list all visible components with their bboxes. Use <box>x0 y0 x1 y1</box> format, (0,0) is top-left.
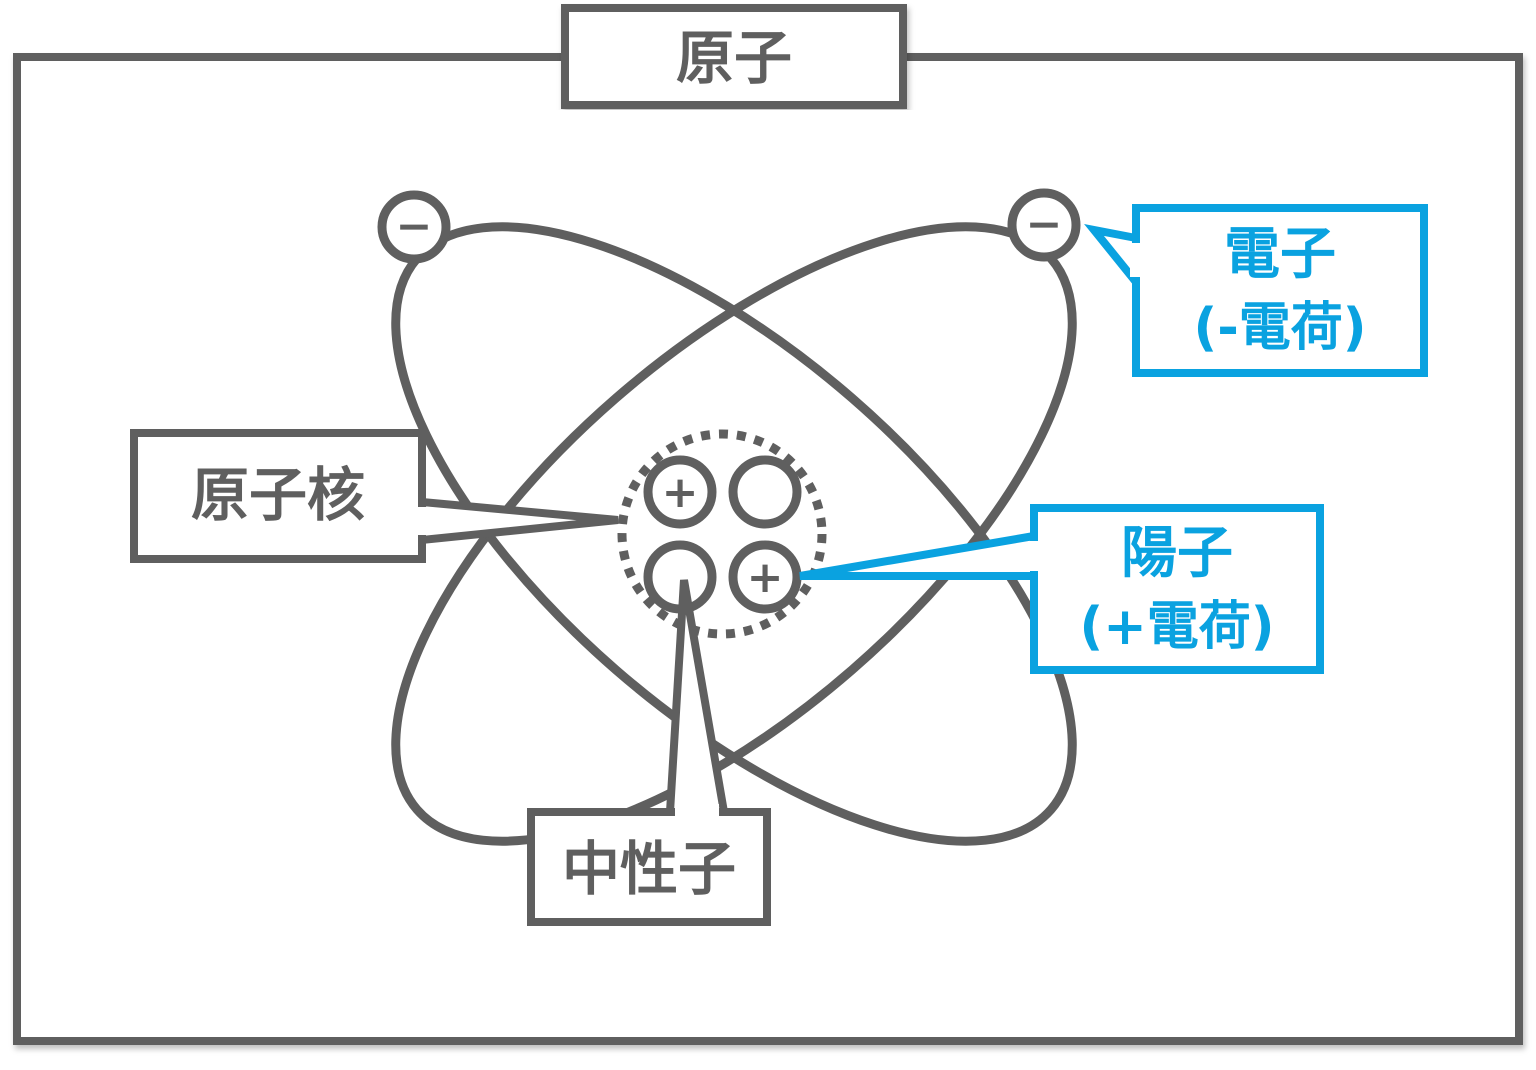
proton-particle: + <box>728 540 802 614</box>
plus-icon: + <box>662 467 699 518</box>
neutron-label: 中性子 <box>562 835 736 903</box>
minus-icon: − <box>396 201 433 252</box>
plus-icon: + <box>747 552 784 603</box>
nucleus-label: 原子核 <box>191 461 365 529</box>
nucleus-boundary <box>617 429 827 639</box>
electron-label-name: 電子 <box>1224 222 1336 287</box>
minus-icon: − <box>1026 199 1063 250</box>
nucleus-callout-box <box>130 429 426 563</box>
title-box <box>561 4 907 109</box>
title-text: 原子 <box>676 24 792 92</box>
electron-callout-box <box>1132 204 1428 377</box>
neutron-callout-box <box>527 808 771 926</box>
proton-label-charge: (+電荷) <box>1079 597 1274 657</box>
neutron-particle <box>728 455 802 529</box>
proton-callout-box <box>1030 504 1324 674</box>
electron-particle: − <box>1007 188 1081 262</box>
proton-label-name: 陽子 <box>1121 521 1233 586</box>
electron-particle: − <box>377 190 451 264</box>
electron-label-charge: (-電荷) <box>1193 298 1366 358</box>
proton-particle: + <box>643 455 717 529</box>
